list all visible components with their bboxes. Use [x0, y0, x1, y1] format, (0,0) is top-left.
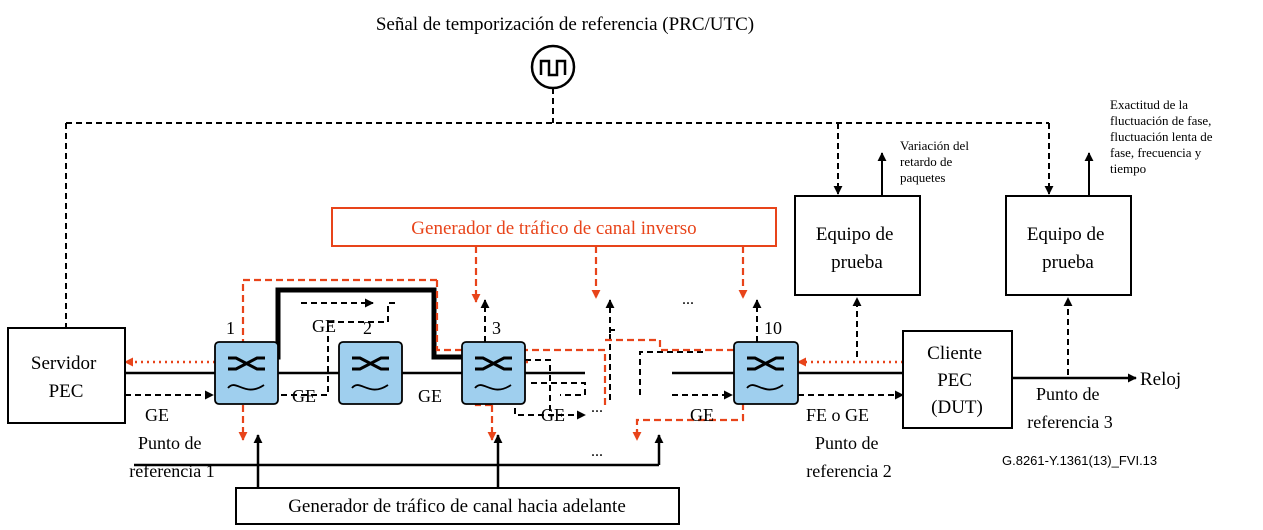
- svg-text:Cliente PEC (DUT): Cliente PEC (DUT): [927, 343, 987, 418]
- ellipsis-2: ...: [591, 443, 603, 460]
- pec-client-dut: Cliente PEC (DUT): [902, 330, 1013, 429]
- main-links: [125, 371, 1137, 383]
- ellipsis-1: ...: [591, 399, 603, 416]
- reference-point-1: Punto de referencia 1: [129, 433, 214, 481]
- forward-traffic-generator: Generador de tráfico de canal hacia adel…: [235, 487, 680, 525]
- svg-text:Equipo de prueba: Equipo de prueba: [1027, 224, 1109, 273]
- switch-2: [338, 341, 403, 405]
- reference-point-2: Punto de referencia 2: [806, 433, 891, 481]
- switch-3: [461, 341, 526, 405]
- test-equipment-2: Equipo de prueba: [1005, 195, 1132, 296]
- ellipsis-3: ...: [682, 291, 694, 308]
- figure-id: G.8261-Y.1361(13)_FVI.13: [1002, 453, 1157, 468]
- switch-number-3: 3: [492, 318, 501, 338]
- svg-text:Servidor PEC: Servidor PEC: [31, 353, 101, 402]
- switch-number-1: 1: [226, 318, 235, 338]
- svg-text:Equipo de prueba: Equipo de prueba: [816, 224, 898, 273]
- link-label-ge-5: GE: [541, 405, 565, 425]
- pec-server: Servidor PEC: [7, 327, 126, 424]
- svg-text:Generador de tráfico de canal: Generador de tráfico de canal hacia adel…: [288, 496, 626, 517]
- link-label-ge-2: GE: [292, 386, 316, 406]
- reverse-traffic-generator: Generador de tráfico de canal inverso: [331, 207, 777, 247]
- square-wave-icon: [530, 44, 576, 90]
- link-label-ge-6: GE: [690, 405, 714, 425]
- diagram-title: Señal de temporización de referencia (PR…: [376, 14, 754, 35]
- measurement-tap-lines: [852, 297, 1073, 375]
- link-label-ge-1: GE: [145, 405, 169, 425]
- svg-text:Generador de tráfico de canal: Generador de tráfico de canal inverso: [411, 218, 696, 239]
- link-label-ge-4: GE: [418, 386, 442, 406]
- switch-10: [733, 341, 799, 405]
- switch-1: [214, 341, 279, 405]
- test-equipment-1: Equipo de prueba: [794, 195, 921, 296]
- forward-generator-arrows: [134, 434, 664, 488]
- accuracy-label: Exactitud de la fluctuación de fase, flu…: [1110, 97, 1216, 176]
- reference-point-3: Punto de referencia 3: [1027, 384, 1112, 432]
- switch-number-10: 10: [764, 318, 782, 338]
- measurement-output-arrows: [877, 152, 1094, 196]
- pdv-label: Variación del retardo de paquetes: [900, 138, 972, 185]
- clock-output-label: Reloj: [1140, 369, 1181, 390]
- switch-number-2: 2: [363, 318, 372, 338]
- reference-timing-lines: [65, 88, 1054, 328]
- link-label-fe-ge: FE o GE: [806, 405, 869, 425]
- link-label-ge-3: GE: [312, 316, 336, 336]
